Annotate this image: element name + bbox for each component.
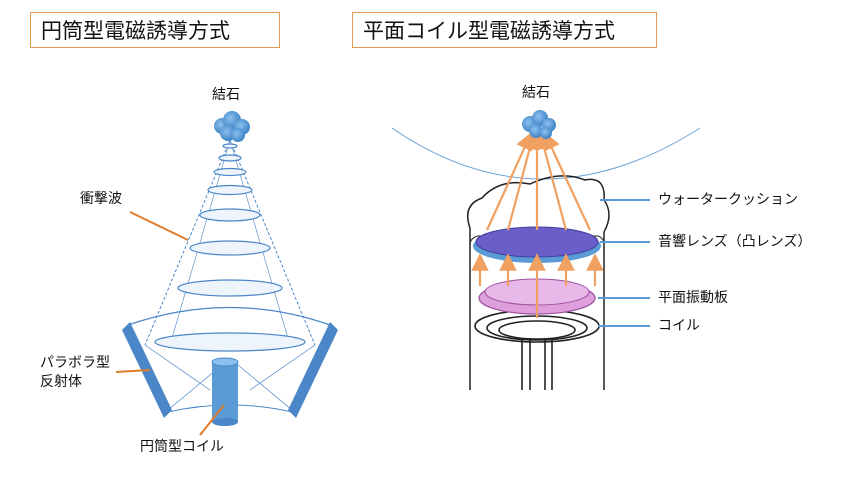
water-cushion-label: ウォータークッション: [658, 192, 798, 208]
right-panel-title: 平面コイル型電磁誘導方式: [352, 12, 657, 48]
cylindrical-coil-label: 円筒型コイル: [140, 439, 224, 455]
vibration-plate-label: 平面振動板: [658, 290, 728, 306]
left-stone-label: 結石: [212, 87, 240, 103]
right-diagram: [391, 110, 701, 390]
left-reflector-arc: [127, 306, 331, 326]
right-focus-arrows: [471, 131, 604, 318]
acoustic-lens-label: 音響レンズ（凸レンズ）: [658, 234, 812, 250]
left-stone-icon: [214, 111, 250, 142]
shockwave-label: 衝撃波: [80, 191, 122, 207]
right-acoustic-lens: [473, 226, 601, 263]
right-leader-lines: [598, 199, 650, 327]
left-leader-lines: [115, 211, 225, 436]
right-coil: [474, 309, 600, 390]
reflector-label-line2: 反射体: [40, 374, 82, 390]
right-stone-label: 結石: [522, 85, 550, 101]
left-diagram: [115, 111, 338, 436]
left-cylindrical-coil: [211, 357, 239, 426]
reflector-label-line1: パラボラ型: [40, 355, 110, 371]
left-panel-title: 円筒型電磁誘導方式: [30, 12, 280, 48]
right-coil-label: コイル: [658, 318, 700, 334]
left-shockwave-rings: [154, 143, 306, 352]
right-stone-icon: [522, 110, 556, 139]
